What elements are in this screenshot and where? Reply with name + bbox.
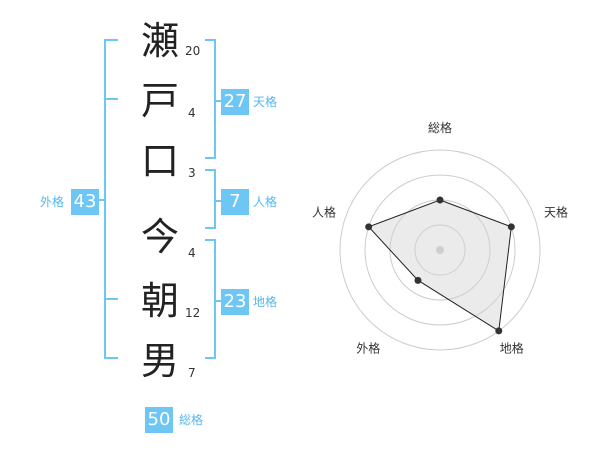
name-char-5: 朝 xyxy=(140,279,179,323)
jinkaku-bracket xyxy=(205,169,216,229)
radar-ring-1 xyxy=(414,224,466,276)
tenkaku-bracket xyxy=(205,39,216,159)
stroke-count-4: 4 xyxy=(188,246,196,260)
chikaku-bracket xyxy=(205,239,216,359)
jinkaku-label: 人格 xyxy=(253,195,278,209)
radar-point-3 xyxy=(495,327,503,335)
name-char-2: 戸 xyxy=(140,79,179,123)
soukaku-score: 50 xyxy=(145,407,173,433)
radar-point-2 xyxy=(507,223,515,231)
radar-axis-label-3: 地格 xyxy=(500,341,524,356)
radar-axis-label-5: 人格 xyxy=(312,204,336,219)
stroke-count-1: 20 xyxy=(185,44,201,58)
chikaku-score: 23 xyxy=(221,289,249,315)
radar-center xyxy=(436,246,444,254)
soukaku-label: 総格 xyxy=(179,413,204,427)
stroke-count-6: 7 xyxy=(188,366,196,380)
name-char-4: 今 xyxy=(140,215,179,259)
radar-ring-3 xyxy=(364,174,516,326)
gaikaku-label: 外格 xyxy=(40,195,65,209)
radar-point-4 xyxy=(414,276,422,284)
stroke-count-3: 3 xyxy=(188,166,196,180)
tenkaku-score: 27 xyxy=(221,89,249,115)
radar-series xyxy=(367,199,512,332)
stroke-count-2: 4 xyxy=(188,106,196,120)
name-char-6: 男 xyxy=(140,339,179,383)
radar-axis-label-4: 外格 xyxy=(356,341,380,356)
radar-point-1 xyxy=(436,196,444,204)
radar-point-5 xyxy=(365,223,373,231)
name-char-3: 口 xyxy=(140,139,179,183)
jinkaku-score: 7 xyxy=(221,189,249,215)
radar-axis-label-1: 総格 xyxy=(428,120,452,135)
chikaku-label: 地格 xyxy=(253,295,278,309)
radar-axis-label-2: 天格 xyxy=(544,204,568,219)
stroke-count-5: 12 xyxy=(185,306,201,320)
radar-ring-4 xyxy=(339,149,541,351)
gaikaku-score: 43 xyxy=(71,189,99,215)
tenkaku-label: 天格 xyxy=(253,95,278,109)
name-char-1: 瀬 xyxy=(140,19,179,63)
